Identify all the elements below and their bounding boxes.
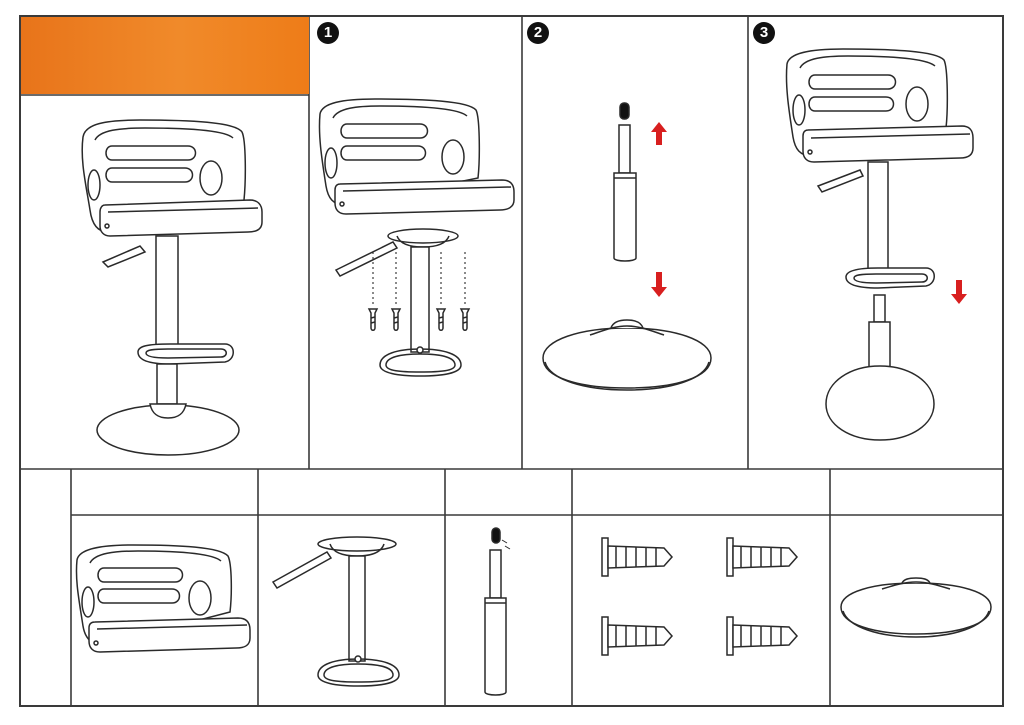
step-3-badge: 3 [753,22,775,44]
part-mechanism [273,537,399,686]
header-banner [21,17,309,94]
part-seat [76,545,250,652]
part-base [841,578,991,637]
arrows-step-2 [651,122,667,297]
part-gas-cylinder [485,528,510,695]
step-1-badge: 1 [317,22,339,44]
part-screws [602,538,797,655]
instruction-sheet-frame [19,15,1004,707]
arrow-down-icon [951,280,967,304]
step-2-badge: 2 [527,22,549,44]
arrow-up-icon [651,122,667,145]
arrow-down-icon [651,272,667,297]
